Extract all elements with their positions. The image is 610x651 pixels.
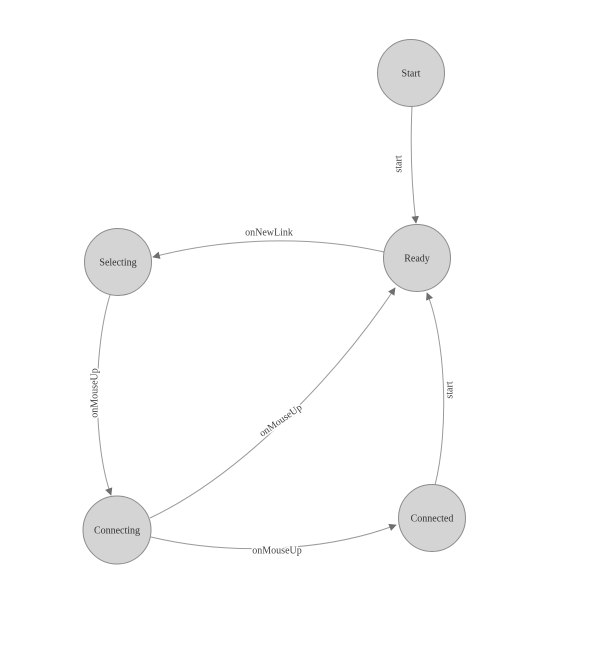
state-circle-start[interactable] — [377, 39, 445, 107]
edge-label-start: start — [393, 155, 404, 172]
state-label-ready: Ready — [404, 253, 430, 264]
state-node-connected[interactable]: Connected — [398, 484, 466, 552]
edge-path-start-ready[interactable] — [410, 105, 419, 224]
edge-path-ready-selecting[interactable] — [152, 240, 385, 259]
state-circle-connecting[interactable] — [82, 495, 152, 565]
edge-label-start-right: start — [444, 381, 455, 398]
edge-label-onmouseup-bottom: onMouseUp — [252, 545, 301, 556]
edge-connecting-connected: onMouseUp — [150, 523, 397, 558]
edge-selecting-connecting: onMouseUp — [88, 294, 113, 496]
state-node-ready[interactable]: Ready — [383, 224, 451, 292]
state-circle-ready[interactable] — [383, 224, 451, 292]
edge-label-onmouseup-diagonal: onMouseUp — [257, 402, 304, 439]
edge-path-connected-ready[interactable] — [426, 292, 445, 486]
edge-label-onnewlink: onNewLink — [245, 227, 293, 238]
state-circle-selecting[interactable] — [84, 228, 152, 296]
edge-path-connecting-ready[interactable] — [149, 287, 396, 519]
edge-path-selecting-connecting[interactable] — [96, 294, 113, 496]
edge-start-ready: start — [392, 105, 419, 224]
state-label-connecting: Connecting — [94, 525, 140, 536]
edge-label-onmouseup-left: onMouseUp — [89, 368, 100, 417]
edge-connected-ready: start — [426, 292, 457, 486]
state-label-connected: Connected — [411, 513, 454, 524]
state-label-selecting: Selecting — [99, 257, 136, 268]
state-node-selecting[interactable]: Selecting — [84, 228, 152, 296]
state-circle-connected[interactable] — [398, 484, 466, 552]
state-node-start[interactable]: Start — [377, 39, 445, 107]
edge-connecting-ready: onMouseUp — [149, 287, 396, 519]
state-node-connecting[interactable]: Connecting — [82, 495, 152, 565]
state-label-start: Start — [402, 68, 421, 79]
edge-path-connecting-connected[interactable] — [150, 523, 397, 550]
edge-ready-selecting: onNewLink — [152, 226, 385, 259]
